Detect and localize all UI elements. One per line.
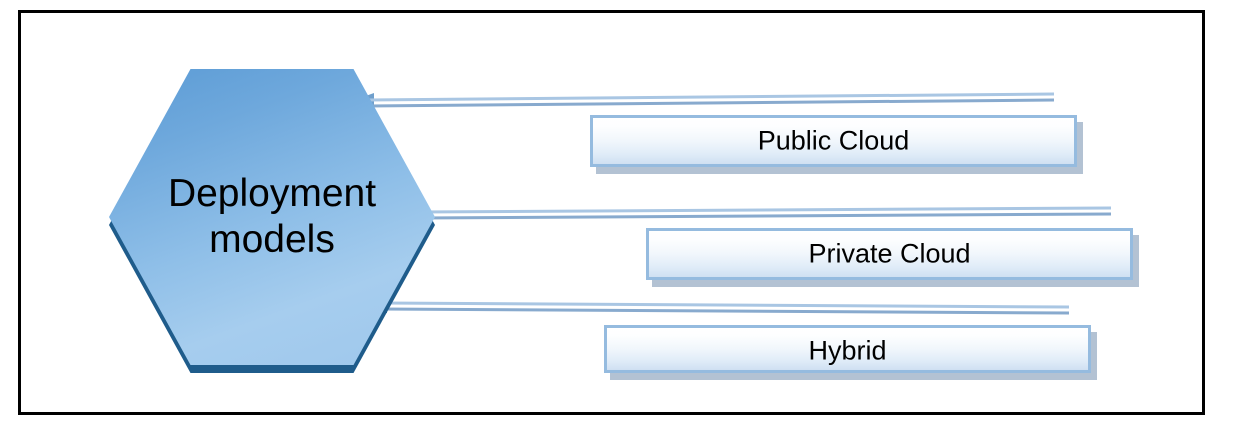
callout-body-public-cloud: Public Cloud xyxy=(590,115,1077,167)
connector-line-public-cloud xyxy=(346,85,1056,115)
callout-box-hybrid[interactable]: Hybrid xyxy=(604,325,1097,380)
callout-label-hybrid: Hybrid xyxy=(808,335,887,366)
callout-body-private-cloud: Private Cloud xyxy=(646,228,1133,280)
callout-body-hybrid: Hybrid xyxy=(604,325,1091,373)
callout-box-public-cloud[interactable]: Public Cloud xyxy=(590,115,1083,174)
hexagon-label: Deployment models xyxy=(109,69,435,365)
callout-label-private-cloud: Private Cloud xyxy=(808,238,971,269)
diagram-frame-border: Deployment models Public Cloud Private C… xyxy=(18,10,1205,415)
hexagon-label-line-2: models xyxy=(209,218,335,261)
hexagon-label-line-1: Deployment xyxy=(167,171,377,215)
hexagon-node-deployment-models[interactable]: Deployment models xyxy=(109,69,439,375)
callout-label-public-cloud: Public Cloud xyxy=(757,125,910,156)
callout-box-private-cloud[interactable]: Private Cloud xyxy=(646,228,1139,287)
connector-line-private-cloud xyxy=(403,198,1113,228)
connector-line-hybrid xyxy=(361,289,1071,319)
